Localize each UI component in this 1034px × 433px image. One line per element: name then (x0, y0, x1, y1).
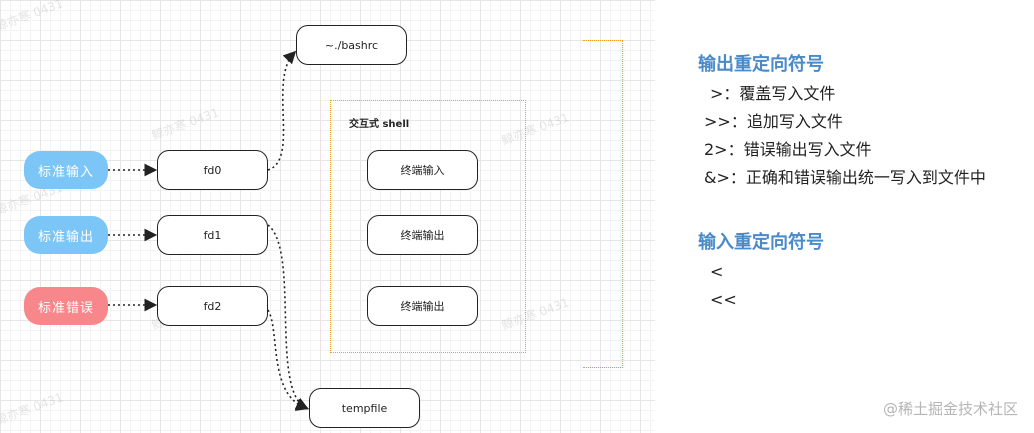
fd0-node: fd0 (157, 150, 268, 190)
diagram-canvas: 鲸亦寒 0431 鲸亦寒 0431 鲸亦寒 0431 鲸亦寒 0431 鲸亦寒 … (0, 0, 655, 433)
output-line: 2>：错误输出写入文件 (704, 140, 872, 159)
arrow-fd1-tempfile (267, 224, 309, 410)
terminal-output-label: 终端输出 (400, 229, 445, 242)
output-heading: 输出重定向符号 (698, 54, 824, 75)
fd0-label: fd0 (203, 163, 222, 177)
source-stderr: 标准错误 (24, 287, 108, 325)
input-line: < (710, 262, 724, 281)
fd1-node: fd1 (157, 215, 268, 255)
bashrc-node: ~./bashrc (296, 25, 407, 65)
terminal-input-node: 终端输入 (367, 150, 478, 190)
bashrc-label: ~./bashrc (324, 38, 379, 52)
fd2-node: fd2 (157, 286, 268, 326)
terminal-input-label: 终端输入 (400, 164, 445, 177)
output-line: &>：正确和错误输出统一写入到文件中 (704, 168, 986, 187)
arrow-fd0-bashrc (267, 50, 297, 171)
interactive-shell-group: 交互式 shell (330, 100, 526, 353)
source-stdin: 标准输入 (24, 151, 108, 189)
source-stdout: 标准输出 (24, 216, 108, 254)
group-bracket (583, 40, 623, 368)
credit-watermark: @稀土掘金技术社区 (882, 400, 1018, 418)
fd1-label: fd1 (203, 228, 222, 242)
input-line: << (710, 290, 737, 309)
notes-panel: 输出重定向符号 >：覆盖写入文件 >>：追加写入文件 2>：错误输出写入文件 &… (690, 42, 1034, 342)
arrow-fd2-tempfile (267, 309, 310, 411)
terminal-output-label: 终端输出 (400, 300, 445, 313)
tempfile-label: tempfile (341, 401, 388, 415)
terminal-output-node: 终端输出 (367, 286, 478, 326)
output-line: >：覆盖写入文件 (710, 84, 836, 103)
connector-layer (108, 50, 310, 411)
fd2-label: fd2 (203, 299, 222, 313)
tempfile-node: tempfile (309, 388, 420, 428)
source-stdin-label: 标准输入 (37, 164, 94, 180)
output-line: >>：追加写入文件 (704, 112, 843, 131)
shell-title: 交互式 shell (349, 119, 410, 130)
source-stdout-label: 标准输出 (37, 229, 94, 245)
input-heading: 输入重定向符号 (698, 232, 824, 253)
terminal-output-node: 终端输出 (367, 215, 478, 255)
source-stderr-label: 标准错误 (37, 300, 94, 316)
